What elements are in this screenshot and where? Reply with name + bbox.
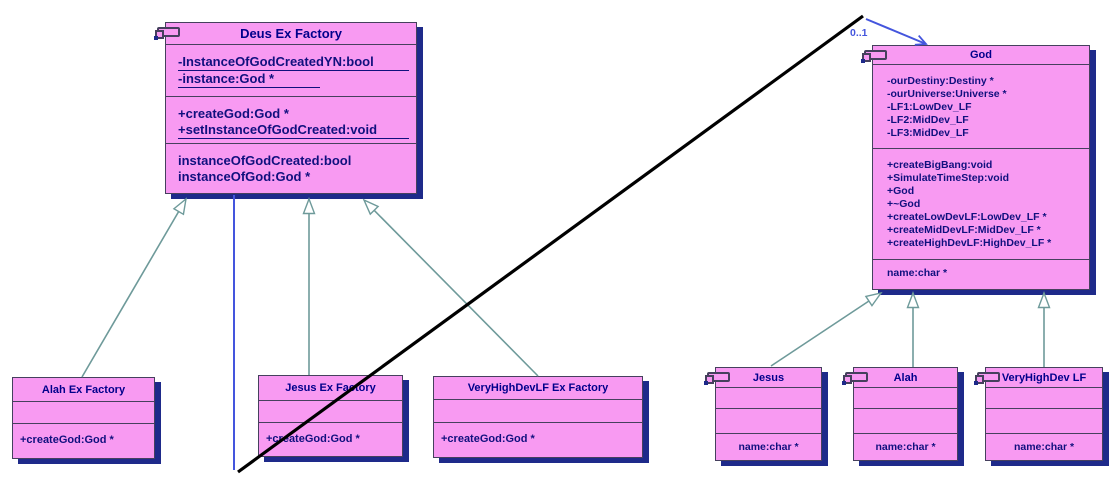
class-title: Alah Ex Factory — [41, 383, 126, 396]
class-box-veryhighdevlf-ex-factory[interactable]: VeryHighDevLF Ex Factory +createGod:God … — [433, 376, 643, 458]
association-arrow-to-god[interactable] — [865, 18, 928, 46]
properties-compartment: name:char * — [986, 433, 1102, 460]
property: name:char * — [887, 267, 948, 279]
attribute: -ourDestiny:Destiny * — [887, 75, 994, 87]
class-title: VeryHighDev LF — [1001, 371, 1087, 384]
methods-compartment — [716, 408, 821, 433]
methods-compartment: +createGod:God * — [259, 422, 402, 456]
method: +~God — [887, 198, 921, 210]
attributes-compartment: -InstanceOfGodCreatedYN:bool -instance:G… — [166, 44, 416, 96]
properties-compartment: name:char * — [873, 259, 1089, 289]
method: +createHighDevLF:HighDev_LF * — [887, 237, 1052, 249]
method: +createGod:God * — [20, 434, 114, 446]
multiplicity-label: 0..1 — [850, 27, 868, 39]
attributes-compartment — [259, 400, 402, 422]
inheritance-alah-factory-to-deus[interactable] — [81, 197, 187, 378]
method: +God — [887, 185, 915, 197]
property: instanceOfGodCreated:bool — [178, 153, 352, 168]
class-box-veryhighdev-lf[interactable]: VeryHighDev LF name:char * — [974, 367, 1103, 461]
properties-compartment: instanceOfGodCreated:bool instanceOfGod:… — [166, 143, 416, 193]
class-box-god[interactable]: God -ourDestiny:Destiny * -ourUniverse:U… — [861, 45, 1090, 290]
properties-compartment: name:char * — [716, 433, 821, 460]
property: instanceOfGod:God * — [178, 169, 311, 184]
methods-compartment — [854, 408, 957, 433]
attributes-compartment — [854, 387, 957, 408]
methods-compartment: +createGod:God * — [13, 423, 154, 458]
attributes-compartment: -ourDestiny:Destiny * -ourUniverse:Unive… — [873, 64, 1089, 148]
method: +createGod:God * — [266, 433, 360, 445]
attribute: -instance:God * — [178, 71, 416, 88]
method: +createGod:God * — [178, 106, 289, 121]
property: name:char * — [738, 441, 799, 453]
method: +createBigBang:void — [887, 159, 993, 171]
property: name:char * — [875, 441, 936, 453]
class-box-jesus[interactable]: Jesus name:char * — [704, 367, 822, 461]
attribute: -LF1:LowDev_LF — [887, 101, 972, 113]
class-title: God — [970, 49, 992, 61]
attributes-compartment — [986, 387, 1102, 408]
class-box-alah-ex-factory[interactable]: Alah Ex Factory +createGod:God * — [12, 377, 155, 459]
inheritance-jesus-to-god[interactable] — [770, 291, 883, 367]
attribute: -LF3:MidDev_LF — [887, 127, 969, 139]
method: +createLowDevLF:LowDev_LF * — [887, 211, 1047, 223]
class-title: Jesus — [752, 371, 785, 384]
class-title: Deus Ex Factory — [240, 26, 342, 41]
attributes-compartment — [716, 387, 821, 408]
method: +setInstanceOfGodCreated:void — [178, 122, 416, 139]
methods-compartment: +createGod:God * — [434, 422, 642, 457]
methods-compartment — [986, 408, 1102, 433]
attribute: -LF2:MidDev_LF — [887, 114, 969, 126]
method: +SimulateTimeStep:void — [887, 172, 1010, 184]
class-title: VeryHighDevLF Ex Factory — [467, 382, 609, 394]
class-box-jesus-ex-factory[interactable]: Jesus Ex Factory +createGod:God * — [258, 375, 403, 457]
properties-compartment: name:char * — [854, 433, 957, 460]
class-box-deus-ex-factory[interactable]: Deus Ex Factory -InstanceOfGodCreatedYN:… — [154, 22, 417, 194]
class-box-alah[interactable]: Alah name:char * — [842, 367, 958, 461]
class-title: Jesus Ex Factory — [285, 382, 376, 394]
property: name:char * — [1013, 441, 1075, 453]
attributes-compartment — [434, 399, 642, 422]
method: +createMidDevLF:MidDev_LF * — [887, 224, 1041, 236]
attributes-compartment — [13, 401, 154, 423]
attribute: -ourUniverse:Universe * — [887, 88, 1007, 100]
methods-compartment: +createBigBang:void +SimulateTimeStep:vo… — [873, 148, 1089, 259]
inheritance-vhd-factory-to-deus[interactable] — [362, 198, 539, 377]
class-title: Alah — [893, 371, 918, 384]
method: +createGod:God * — [441, 433, 535, 445]
methods-compartment: +createGod:God * +setInstanceOfGodCreate… — [166, 96, 416, 143]
attribute: -InstanceOfGodCreatedYN:bool — [178, 54, 416, 71]
